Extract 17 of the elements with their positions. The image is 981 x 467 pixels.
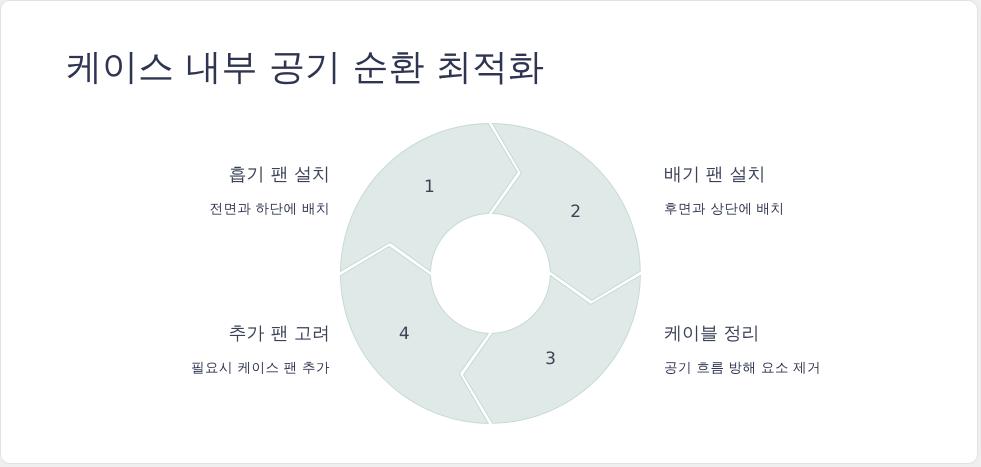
ring-segment	[340, 122, 518, 272]
ring-segment	[492, 122, 640, 300]
step-description: 필요시 케이스 팬 추가	[191, 359, 330, 377]
step-heading: 흡기 팬 설치	[228, 163, 330, 187]
step-number: 1	[424, 177, 435, 198]
step-description: 공기 흐름 방해 요소 제거	[664, 359, 822, 377]
step-number: 3	[545, 348, 556, 369]
step-heading: 추가 팬 고려	[228, 322, 330, 346]
step-number: 4	[398, 324, 410, 344]
ring-segment	[462, 274, 640, 424]
ring-segment	[340, 246, 488, 424]
step-number: 2	[570, 202, 582, 222]
diagram-title: 케이스 내부 공기 순환 최적화	[66, 46, 544, 90]
step-heading: 배기 팬 설치	[664, 163, 766, 187]
step-heading: 케이블 정리	[664, 322, 760, 346]
step-description: 후면과 상단에 배치	[664, 200, 785, 218]
step-description: 전면과 하단에 배치	[209, 200, 330, 218]
